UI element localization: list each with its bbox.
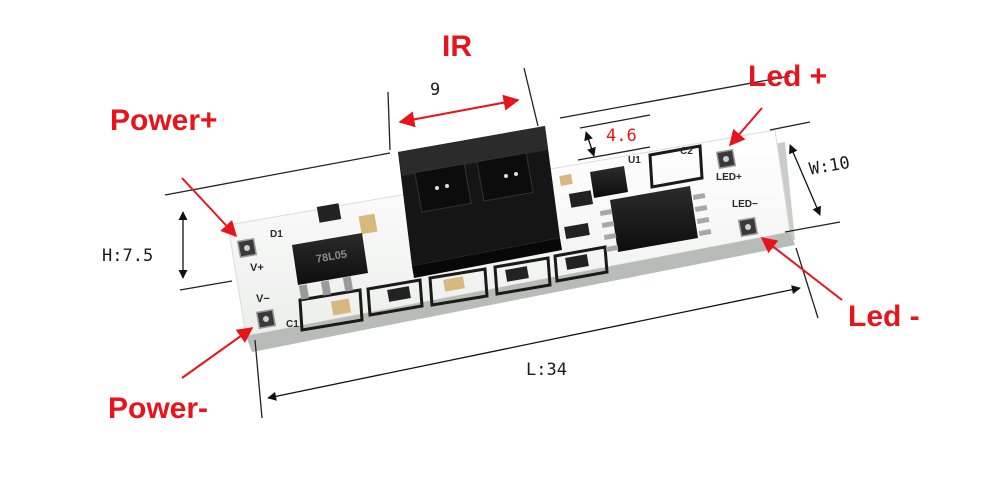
silk-v-plus: V+ [250, 262, 264, 274]
ir-sensor-module [398, 126, 562, 278]
callout-arrows [181, 107, 843, 379]
ir-offset-arrow [584, 131, 596, 157]
ic-chip [599, 186, 712, 252]
power-plus-pointer [181, 177, 238, 238]
led-plus-pointer [728, 107, 763, 147]
power-minus-pointer [181, 327, 254, 379]
length-arrow [267, 285, 801, 401]
led-minus-pointer [760, 237, 843, 301]
silk-v-minus: V− [256, 293, 270, 305]
ir-label: IR [442, 30, 472, 63]
silk-u1: U1 [628, 155, 641, 166]
ir-width-arrow [398, 94, 520, 128]
led-minus-label: Led - [848, 300, 920, 333]
silk-led-plus: LED+ [716, 172, 742, 183]
power-plus-label: Power+ [110, 104, 218, 137]
ir-width-text: 9 [430, 80, 441, 100]
dimension-arrows [178, 131, 821, 401]
power-minus-label: Power- [108, 392, 209, 425]
led-plus-label: Led + [748, 60, 828, 93]
silk-led-minus: LED− [732, 199, 758, 210]
dimension-lines [164, 67, 841, 419]
width-arrow [789, 144, 821, 216]
silk-d1: D1 [270, 229, 283, 240]
silk-c2: C2 [680, 146, 693, 157]
transistor-chip [590, 166, 628, 198]
length-text: L:34 [526, 360, 567, 380]
ir-offset-text: 4.6 [606, 126, 637, 146]
height-text: H:7.5 [102, 246, 154, 266]
silk-c1: C1 [286, 319, 299, 330]
